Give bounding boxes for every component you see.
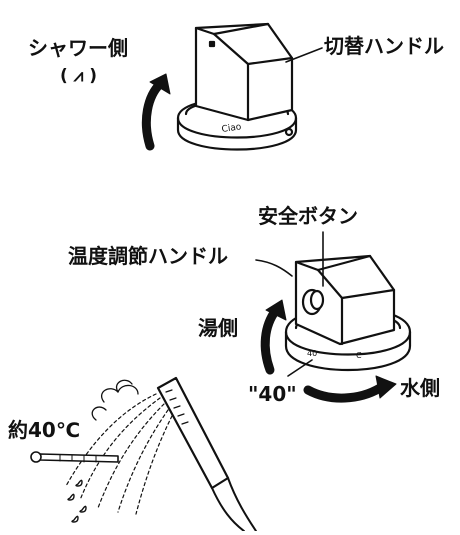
dial-value-label: "40" <box>248 382 297 406</box>
steam-puffs <box>91 379 139 421</box>
shower-head <box>156 376 257 532</box>
temperature-handle-label: 温度調節ハンドル <box>68 244 228 268</box>
water-spray <box>65 393 173 515</box>
switch-handle-assembly: Ciao <box>176 22 298 151</box>
water-side-label: 水側 <box>400 376 440 400</box>
water-drops <box>67 479 87 523</box>
shower-side-label: シャワー側 <box>28 36 128 60</box>
switch-dial-mark: Ciao <box>221 122 242 135</box>
temp-dial-mark-right: C <box>356 351 362 360</box>
thermometer <box>30 451 119 463</box>
temp-dial-mark-left: 40 <box>307 349 317 358</box>
approx-temperature-label: 約40℃ <box>8 418 81 442</box>
shower-direction-arrow <box>141 79 165 151</box>
switch-handle-label: 切替ハンドル <box>324 34 444 58</box>
temperature-handle-assembly: 40 C <box>284 254 412 372</box>
water-side-arrow <box>303 383 385 403</box>
safety-button-label: 安全ボタン <box>258 204 358 228</box>
shower-icon-note: ( ⩘ ) <box>60 66 97 86</box>
hot-side-arrow <box>260 305 281 375</box>
hot-side-label: 湯側 <box>198 316 238 340</box>
